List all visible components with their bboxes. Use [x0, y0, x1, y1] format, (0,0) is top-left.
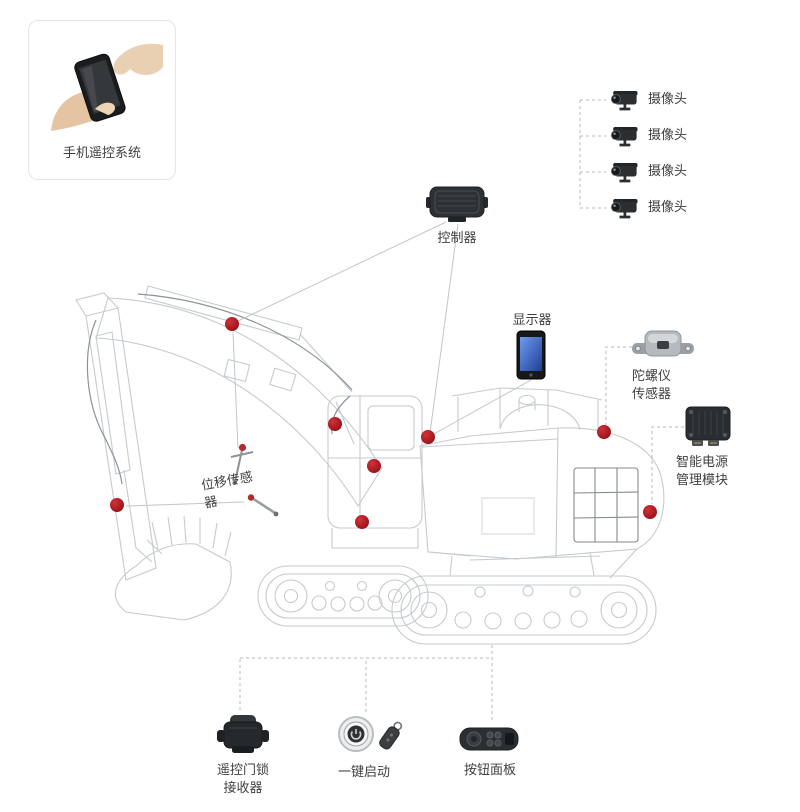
controller-module-icon: [426, 186, 488, 222]
one-key-start-label: 一键启动: [337, 765, 390, 780]
dashed-connectors: [239, 99, 684, 720]
button-panel-label: 按钮面板: [463, 763, 516, 778]
sensor-marker-dot: [367, 459, 381, 473]
excavator-boom: [95, 285, 383, 508]
camera-icon: [610, 125, 639, 147]
key-fob-icon: [379, 721, 403, 750]
displacement-rod-icon: [247, 494, 279, 517]
door-lock-receiver-icon: [217, 715, 269, 753]
excavator-arm: [75, 292, 157, 581]
phone-in-hands-icon: [51, 43, 163, 131]
sensor-marker-dot: [421, 430, 435, 444]
camera-label: 摄像头: [648, 200, 688, 216]
power-module-icon: [685, 406, 731, 446]
controller-label: 控制器: [437, 231, 477, 246]
start-button-icon: [338, 716, 403, 752]
display-label: 显示器: [512, 313, 552, 328]
door-lock-receiver-label: 遥控门锁 接收器: [216, 763, 269, 796]
excavator-bucket: [114, 515, 232, 621]
displacement-tool-icon: [230, 443, 254, 485]
gyro-sensor-label: 陀螺仪 传感器: [632, 369, 672, 402]
excavator-track-left: [257, 565, 429, 627]
thin-connectors: [125, 221, 532, 507]
display-tablet-icon: [516, 330, 546, 380]
camera-row: 摄像头: [606, 194, 687, 222]
camera-row: 摄像头: [606, 158, 687, 186]
connector-lines: [125, 99, 684, 720]
camera-icon: [610, 161, 639, 183]
sensor-marker-dot: [110, 498, 124, 512]
camera-label: 摄像头: [648, 128, 688, 144]
remote-system-label: 手机遥控系统: [62, 146, 141, 162]
camera-label: 摄像头: [648, 164, 688, 180]
camera-icon: [610, 197, 639, 219]
hydraulic-hoses: [86, 293, 353, 485]
camera-row: 摄像头: [606, 122, 687, 150]
remote-system-card: 手机遥控系统: [28, 20, 176, 180]
power-module-label: 智能电源 管理模块: [676, 455, 729, 488]
excavator-body: [419, 387, 665, 579]
camera-label: 摄像头: [648, 92, 688, 108]
sensor-marker-dot: [643, 505, 657, 519]
excavator-track-right: [391, 575, 657, 645]
sensor-marker-dot: [328, 417, 342, 431]
sensor-marker-dot: [597, 425, 611, 439]
gyro-sensor-icon: [632, 330, 694, 357]
button-panel-icon: [459, 727, 519, 751]
camera-row: 摄像头: [606, 86, 687, 114]
camera-icon: [610, 89, 639, 111]
sensor-marker-dot: [225, 317, 239, 331]
sensor-marker-dot: [355, 515, 369, 529]
